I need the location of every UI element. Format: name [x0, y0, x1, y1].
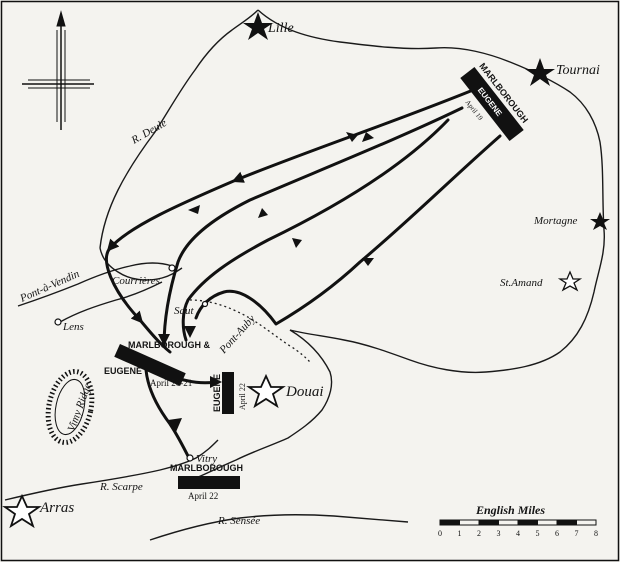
route-east [194, 134, 502, 326]
army-start-block: MARLBOROUGH EUGENE April 19 [460, 61, 530, 142]
region-outline-north [257, 9, 606, 374]
town-lens: Lens [62, 321, 84, 333]
town-douai: Douai [285, 384, 324, 400]
scale-title: English Miles [475, 503, 545, 517]
route-west [105, 86, 480, 354]
town-lille: Lille [267, 21, 294, 36]
scale-tick-label: 1 [458, 529, 462, 538]
army-vitry-block: MARLBOROUGH April 22 [170, 463, 243, 501]
scale-tick-label: 3 [497, 529, 501, 538]
route-middle [181, 118, 450, 342]
scale-segment [518, 520, 538, 525]
river-deule-label: R. Deule [129, 117, 169, 147]
vitry-date-label: April 22 [188, 491, 218, 501]
combined-date-label: April 20-21 [150, 378, 192, 388]
route-center [162, 106, 464, 348]
town-tournai: Tournai [556, 63, 600, 78]
town-saut: Saut [174, 305, 195, 317]
scale-segment [557, 520, 577, 525]
arrowhead [188, 205, 200, 214]
arrowhead [292, 238, 302, 248]
town-pont-auby: Pont-Auby [217, 313, 258, 357]
arrowhead [362, 132, 374, 142]
scale-tick-label: 0 [438, 529, 442, 538]
river-lens-branch [59, 281, 163, 323]
town-dot-lens [54, 318, 62, 326]
scale-segment [440, 520, 460, 525]
frontier-line [189, 299, 311, 363]
town-courrieres: Courrières [112, 275, 160, 287]
town-arras: Arras [39, 500, 74, 516]
vimy-ridge [45, 369, 95, 445]
combined-label-1: MARLBOROUGH & [128, 340, 210, 350]
river-scarpe-label: R. Scarpe [99, 481, 143, 493]
star-marker-icon [525, 58, 555, 86]
town-dot-saut [201, 300, 209, 308]
arrowhead [184, 326, 196, 338]
outline-star-icon [246, 373, 286, 409]
combined-label-2: EUGENE [104, 366, 142, 376]
region-outline-lille [99, 9, 259, 249]
town-mortagne: Mortagne [533, 215, 578, 227]
scale-tick-label: 6 [555, 529, 559, 538]
star-marker-icon [590, 212, 610, 230]
outline-star-icon [2, 493, 42, 529]
arrowhead [168, 418, 182, 432]
arrowhead [210, 376, 222, 388]
route-to-vitry [144, 368, 192, 462]
scale-segment [479, 520, 499, 525]
star-marker-icon [243, 12, 273, 40]
arrowhead [158, 334, 170, 346]
arrowhead [346, 132, 358, 142]
army-combined-block [114, 343, 186, 387]
army-eugene-block: EUGENE April 22 [212, 372, 247, 414]
compass-cross-icon [22, 10, 94, 130]
outline-star-icon [557, 270, 583, 292]
river-sensee [149, 513, 409, 541]
eugene-date-label: April 22 [238, 383, 247, 410]
scale-tick-label: 8 [594, 529, 598, 538]
march-routes [105, 86, 502, 462]
scale-tick-label: 7 [575, 529, 579, 538]
scale-tick-label: 5 [536, 529, 540, 538]
arrowhead [258, 208, 268, 218]
region-outline-south [195, 329, 333, 479]
river-scarpe [4, 439, 219, 501]
town-st-amand: St.Amand [500, 277, 543, 289]
vimy-ridge-label: Vimy Ridge [66, 382, 94, 433]
river-sensee-label: R. Sensée [217, 515, 260, 527]
vitry-marlborough-label: MARLBOROUGH [170, 463, 243, 473]
eugene-label: EUGENE [212, 374, 222, 412]
town-vitry: Vitry [196, 453, 217, 465]
scale-tick-label: 4 [516, 529, 520, 538]
scale-bar: English Miles 0 1 2 3 4 5 6 7 8 [438, 503, 598, 538]
scale-tick-label: 2 [477, 529, 481, 538]
town-dot-courrieres [168, 264, 176, 272]
arrowhead [362, 258, 374, 266]
town-dot-vitry [186, 454, 194, 462]
